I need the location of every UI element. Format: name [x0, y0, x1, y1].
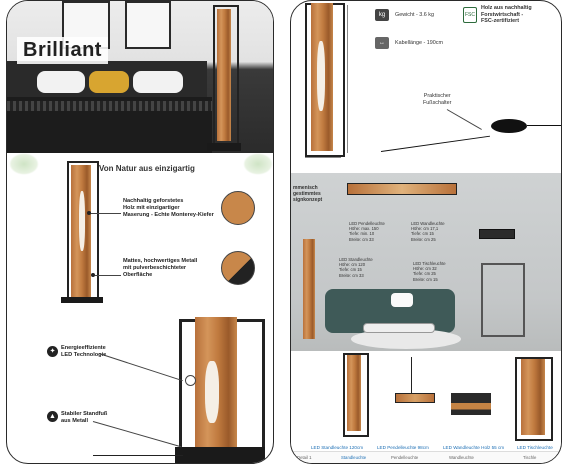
foot-switch: [491, 119, 527, 133]
caption-table[interactable]: LED Tischleuchte: [517, 445, 553, 450]
lamp-wood-panel: [521, 359, 545, 435]
callout-dot: [87, 211, 91, 215]
callout-line: [446, 109, 482, 130]
cable-length-icon: ↔: [375, 37, 389, 49]
tab-pendelleuchte[interactable]: Pendelleuchte: [391, 455, 419, 460]
lamp-base: [61, 297, 103, 303]
callout-line: [91, 213, 121, 214]
pendant-lamp: [347, 183, 457, 195]
pillow-yellow: [89, 71, 129, 93]
section-heading: Von Natur aus einzigartig: [99, 164, 195, 173]
bulb-icon: ✦: [47, 346, 58, 357]
wall-art-frame: [125, 1, 171, 49]
callout-dot: [91, 273, 95, 277]
wood-crack: [205, 361, 219, 423]
product-wall-lamp[interactable]: [451, 393, 491, 415]
left-product-card: Brilliant Von Natur aus einzigartig Nach…: [6, 0, 274, 464]
dimension-line: [347, 5, 348, 153]
spec-cable: Kabellänge - 190cm: [395, 40, 443, 46]
brand-logo: Brilliant: [17, 37, 108, 64]
power-cable: [527, 125, 561, 126]
shelf: [481, 263, 525, 337]
product-pendant[interactable]: [395, 393, 435, 403]
metal-detail-circle: [221, 251, 255, 285]
lamp-base: [207, 143, 241, 151]
wall-lamp: [479, 229, 515, 239]
product-table-lamp[interactable]: [515, 357, 553, 441]
tab-tischleuchte[interactable]: Tischle: [523, 455, 537, 460]
cushion: [391, 293, 413, 307]
lamp-wood-panel: [347, 355, 361, 431]
pillow: [37, 71, 85, 93]
tab-bar: [291, 451, 561, 463]
leaf-decoration: [9, 153, 39, 175]
caption-pendant[interactable]: LED Pendelleuchte 98cm: [377, 445, 429, 450]
spec-weight: Gewicht - 3.6 kg: [395, 12, 434, 18]
leaf-decoration: [243, 153, 273, 175]
tab-standleuchte[interactable]: Standleuchte: [341, 455, 367, 460]
coffee-table: [363, 323, 435, 333]
stand-icon: ▲: [47, 411, 58, 422]
wood-crack: [79, 191, 85, 251]
pillow: [133, 71, 183, 93]
pendant-cable: [411, 357, 412, 393]
product-floor-lamp[interactable]: [343, 353, 369, 437]
callout-line: [92, 421, 182, 448]
caption-wall[interactable]: LED Wandleuchte Holz 55 cm: [443, 445, 505, 450]
callout-line: [98, 353, 183, 382]
fsc-icon: FSC: [463, 7, 477, 23]
wood-detail-circle: [221, 191, 255, 225]
power-cable: [93, 455, 183, 456]
tab-detail[interactable]: Detail 1: [297, 455, 312, 460]
weight-icon: kg: [375, 9, 389, 21]
callout-line: [95, 275, 121, 276]
right-product-card: kg Gewicht - 3.6 kg FSC Holz aus nachhal…: [290, 0, 562, 464]
product-row: LED Standleuchte 120cm LED Pendelleuchte…: [291, 351, 561, 463]
caption-floor[interactable]: LED Standleuchte 120cm: [311, 445, 364, 450]
bed-blanket: [7, 101, 212, 111]
bedroom-photo: Brilliant: [7, 1, 273, 153]
tab-wandleuchte[interactable]: Wandleuchte: [449, 455, 474, 460]
lamp-base: [175, 447, 265, 463]
floor-lamp-room: [303, 239, 315, 339]
power-cable: [380, 135, 490, 152]
wood-crack: [317, 41, 325, 111]
rug: [351, 329, 461, 349]
led-highlight: [185, 375, 196, 386]
dimension-line: [305, 157, 341, 158]
lamp-wood-panel: [217, 9, 231, 141]
